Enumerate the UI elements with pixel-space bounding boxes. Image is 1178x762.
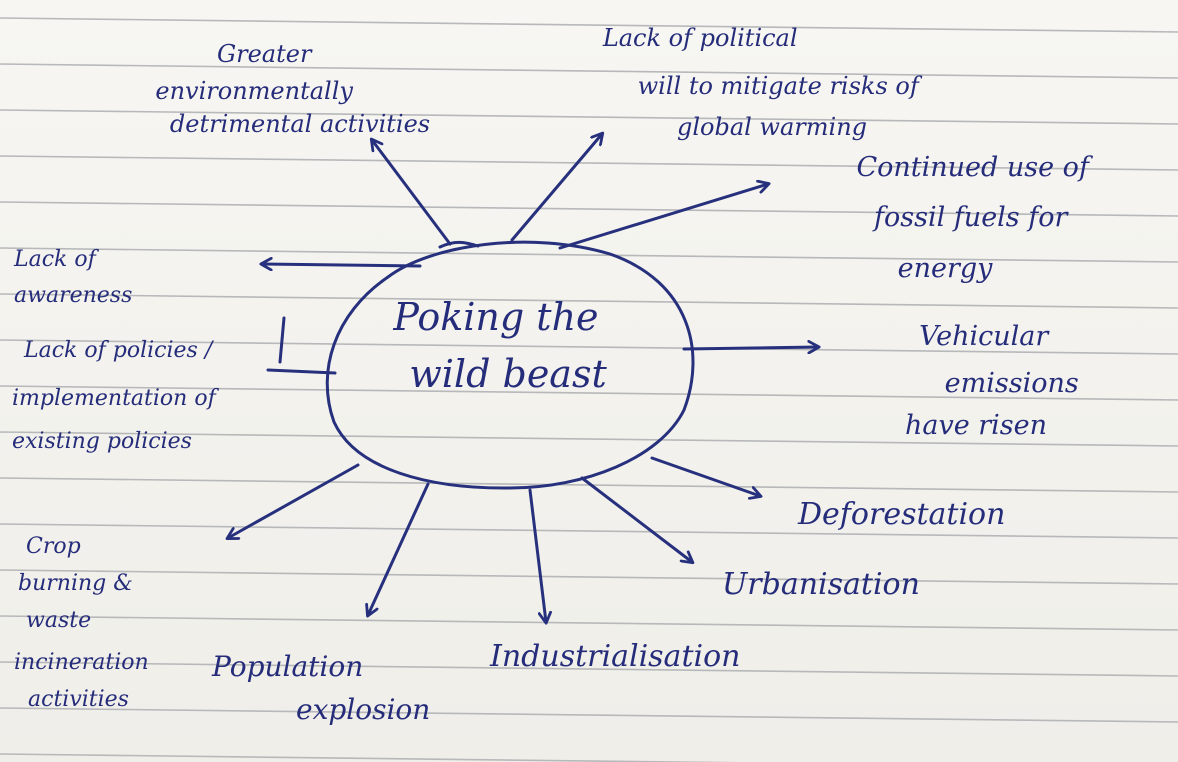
node-awareness: Lack of awareness xyxy=(13,247,132,308)
node-fossil: Continued use of fossil fuels for energy xyxy=(856,152,1097,284)
center-label: Poking the wild beast xyxy=(392,295,610,396)
center-line-1: Poking the xyxy=(392,295,598,339)
branch-labels: Greater environmentally detrimental acti… xyxy=(12,24,1097,726)
ruled-line xyxy=(0,201,1178,217)
node-vehicular-line-3: have risen xyxy=(905,410,1047,441)
center-node: Poking the wild beast xyxy=(325,240,695,490)
arrow-fossil xyxy=(558,184,768,250)
arrow-population xyxy=(368,482,430,615)
node-urbanisation: Urbanisation xyxy=(722,567,920,602)
node-policies: Lack of policies / implementation of exi… xyxy=(12,338,223,454)
connector-arrows xyxy=(228,134,818,622)
ruled-line xyxy=(0,385,1178,401)
node-urbanisation-line-1: Urbanisation xyxy=(722,567,920,602)
arrow-crop xyxy=(228,463,360,538)
arrow-urbanisation xyxy=(580,476,692,562)
center-line-2: wild beast xyxy=(409,352,607,396)
node-crop: Crop burning & waste incineration activi… xyxy=(14,534,156,712)
arrow-industrialisation xyxy=(528,488,546,622)
node-deforestation: Deforestation xyxy=(797,497,1005,532)
node-awareness-line-2: awareness xyxy=(14,283,132,308)
ruled-line xyxy=(0,293,1178,309)
node-fossil-line-3: energy xyxy=(898,253,994,284)
node-political-line-3: global warming xyxy=(677,113,867,141)
ruled-line xyxy=(0,523,1178,539)
node-vehicular-line-2: emissions xyxy=(945,368,1079,399)
node-population-line-2: explosion xyxy=(296,693,430,726)
node-policies-line-1: Lack of policies / xyxy=(23,338,215,363)
node-crop-line-3: waste xyxy=(26,608,91,633)
node-greater-line-3: detrimental activities xyxy=(170,110,430,138)
arrow-policies xyxy=(266,368,337,375)
node-fossil-line-2: fossil fuels for xyxy=(872,202,1069,233)
ruled-line xyxy=(0,17,1178,33)
ruled-line xyxy=(0,155,1178,171)
node-political-line-2: will to mitigate risks of xyxy=(638,72,923,100)
arrow-vehicular xyxy=(682,347,818,349)
ruled-line xyxy=(0,615,1178,631)
center-oval xyxy=(325,240,695,490)
arrow-deforestation xyxy=(650,456,760,496)
ruled-line xyxy=(0,109,1178,125)
arrow-awareness xyxy=(262,264,422,266)
node-political-line-1: Lack of political xyxy=(602,24,798,52)
node-industrialisation-line-1: Industrialisation xyxy=(489,639,740,674)
node-crop-line-5: activities xyxy=(28,687,129,712)
node-crop-line-4: incineration xyxy=(14,650,149,675)
ruled-line xyxy=(0,63,1178,79)
ruled-line xyxy=(0,753,741,762)
node-political: Lack of political will to mitigate risks… xyxy=(602,24,927,141)
ruled-line xyxy=(0,661,1178,677)
node-greater: Greater environmentally detrimental acti… xyxy=(155,40,430,138)
oval-scribble xyxy=(438,240,480,249)
node-vehicular: Vehicular emissions have risen xyxy=(905,321,1087,441)
arrow-greater xyxy=(372,140,452,246)
node-policies-line-3: existing policies xyxy=(12,429,192,454)
ruled-line xyxy=(0,247,1178,263)
ruled-line xyxy=(0,431,1178,447)
node-greater-line-1: Greater xyxy=(217,40,313,68)
node-awareness-line-1: Lack of xyxy=(13,247,100,272)
node-vehicular-line-1: Vehicular xyxy=(919,321,1050,352)
ruled-line xyxy=(0,707,1178,723)
arrow-political xyxy=(510,134,602,242)
node-population: Population explosion xyxy=(211,650,430,726)
node-greater-line-2: environmentally xyxy=(155,77,353,105)
node-deforestation-line-1: Deforestation xyxy=(797,497,1005,532)
node-population-line-1: Population xyxy=(211,650,363,683)
node-crop-line-2: burning & xyxy=(18,571,133,596)
node-crop-line-1: Crop xyxy=(26,534,81,559)
ruled-line xyxy=(0,339,1178,355)
ruled-line xyxy=(0,569,1178,585)
node-industrialisation: Industrialisation xyxy=(489,639,740,674)
policies-divider xyxy=(278,316,286,364)
node-fossil-line-1: Continued use of xyxy=(856,152,1092,183)
node-policies-line-2: implementation of xyxy=(12,386,220,411)
